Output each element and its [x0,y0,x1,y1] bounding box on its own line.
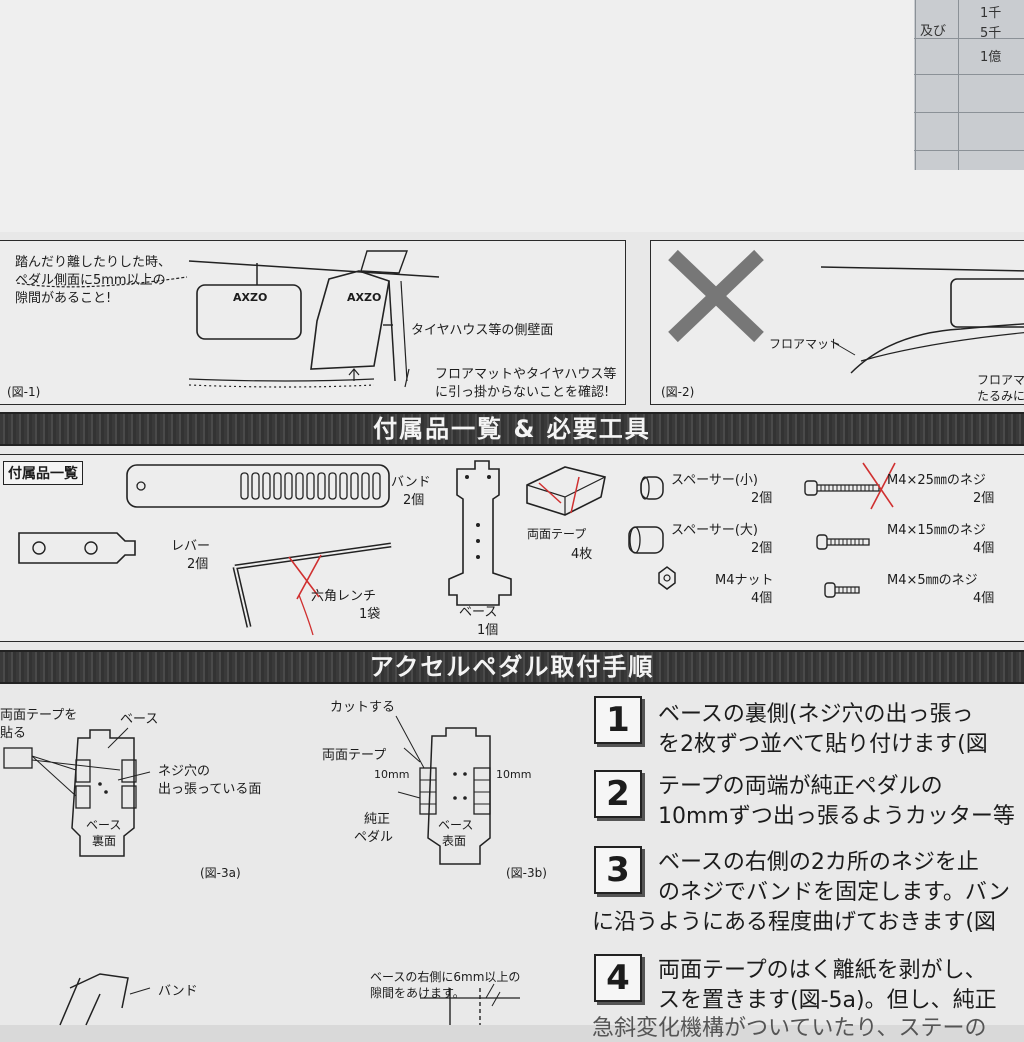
part-qty-spacer-large: 2個 [751,541,773,556]
part-qty-band: 2個 [403,493,425,508]
part-qty-spacer-small: 2個 [751,491,773,506]
fig2-side-note: フロアマ [977,373,1024,387]
step-text: に沿うようにある程度曲げておきます(図 [592,910,996,935]
wall-label: タイヤハウス等の側壁面 [411,323,554,338]
step-text: ベースの右側の2カ所のネジを止 [658,850,979,875]
part-name-screw25: M4×25㎜のネジ [887,473,986,488]
fig4-gap-note: 隙間をあけます。 [370,986,465,1000]
pedal-logo: AXZO [347,291,382,304]
step-number: 1 [594,696,642,744]
figure-1-panel: 踏んだり離したりした時、 ペダル側面に5mm以上の 隙間があること! AXZO … [0,240,626,405]
part-qty-wrench: 1袋 [359,607,381,622]
part-name-nut: M4ナット [715,573,774,588]
part-qty-base: 1個 [477,623,499,638]
part-qty-screw5: 4個 [973,591,995,606]
fig3a-tape-note: 貼る [0,726,27,741]
background-paper [0,0,1024,232]
part-name-lever: レバー [171,539,211,554]
step-text: 10mmずつ出っ張るようカッター等 [658,804,1015,829]
parts-panel: 付属品一覧 [0,454,1024,642]
fig3b-cut-label: カットする [330,700,396,715]
parts-list-label: 付属品一覧 [3,461,83,485]
step-text: テープの両端が純正ペダルの [658,774,943,799]
fig1-pedal-drawing [16,250,440,388]
table-cell: 5千 [980,26,1002,41]
fig3b-tape-label: 両面テープ [322,748,387,763]
part-name-spacer-large: スペーサー(大) [671,523,758,538]
part-qty-nut: 4個 [751,591,773,606]
fig3a-base-label: ベース [120,712,159,727]
table-fragment: 及び [920,24,947,39]
part-name-wrench: 六角レンチ [311,589,377,604]
table-cell: 1億 [980,50,1002,65]
fig3b-dim-left: 10mm [374,768,410,781]
fig1-note: 隙間があること! [15,291,112,306]
figure-caption: (図-3a) [200,866,241,880]
part-name-spacer-small: スペーサー(小) [671,473,758,488]
step-number: 3 [594,846,642,894]
figure-caption: (図-1) [7,385,41,399]
part-qty-screw25: 2個 [973,491,995,506]
section-header-parts: 付属品一覧 & 必要工具 [0,412,1024,446]
figure-caption: (図-3b) [506,866,547,880]
fig2-mat-label: フロアマット [769,337,842,351]
step-text: 両面テープのはく離紙を剥がし、 [658,958,987,983]
figure-2-panel: フロアマット フロアマ たるみに (図-2) [650,240,1024,405]
fig1-check-note: フロアマットやタイヤハウス等 [435,367,617,382]
part-qty-lever: 2個 [187,557,209,572]
fig4-gap-note: ベースの右側に6mm以上の [370,970,521,984]
step-text: を2枚ずつ並べて貼り付けます(図 [658,732,988,757]
part-qty-screw15: 4個 [973,541,995,556]
fig3b-front-label: ベース [438,818,474,832]
fig2-side-note: たるみに [977,389,1024,403]
step-number: 4 [594,954,642,1002]
part-name-screw5: M4×5㎜のネジ [887,573,978,588]
fig3a-hole-note: ネジ穴の [158,764,211,779]
instruction-sheet: 踏んだり離したりした時、 ペダル側面に5mm以上の 隙間があること! AXZO … [0,232,1024,1041]
fig3b-pedal-label: 純正 [364,812,391,827]
fig4-band-label: バンド [158,984,198,999]
part-name-band: バンド [391,475,431,490]
background-table-sheet: 及び 1千 5千 1億 [914,0,1024,170]
fig3a-back-label: ベース [86,818,122,832]
step-text: 急斜変化機構がついていたり、ステーの [592,1016,987,1041]
fig1-check-note: に引っ掛からないことを確認! [435,385,610,400]
fig2-drawing [668,249,1024,374]
fig1-note: 踏んだり離したりした時、 [15,255,172,270]
steps-figures [3,715,520,1026]
figure-caption: (図-2) [661,385,695,399]
table-cell: 1千 [980,6,1002,21]
part-name-tape: 両面テープ [527,527,587,541]
part-name-screw15: M4×15㎜のネジ [887,523,986,538]
fig3a-back-label: 裏面 [92,834,117,848]
pedal-logo-small: AXZO [233,291,268,304]
fig3b-pedal-label: ペダル [354,830,394,845]
parts-drawings [18,460,896,636]
section-header-steps: アクセルペダル取付手順 [0,650,1024,684]
fig3a-hole-note: 出っ張っている面 [158,782,262,797]
fig3a-tape-note: 両面テープを [0,708,78,723]
steps-area: 両面テープを 貼る ベース ネジ穴の 出っ張っている面 ベース 裏面 (図-3a… [0,688,1024,1041]
part-name-base: ベース [459,605,498,620]
step-number: 2 [594,770,642,818]
part-qty-tape: 4枚 [571,547,593,562]
step-text: のネジでバンドを固定します。バン [658,880,1011,905]
fig3b-dim-right: 10mm [496,768,532,781]
fig3b-front-label: 表面 [442,834,467,848]
step-text: ベースの裏側(ネジ穴の出っ張っ [658,702,974,727]
step-text: スを置きます(図-5a)。但し、純正 [658,988,997,1013]
